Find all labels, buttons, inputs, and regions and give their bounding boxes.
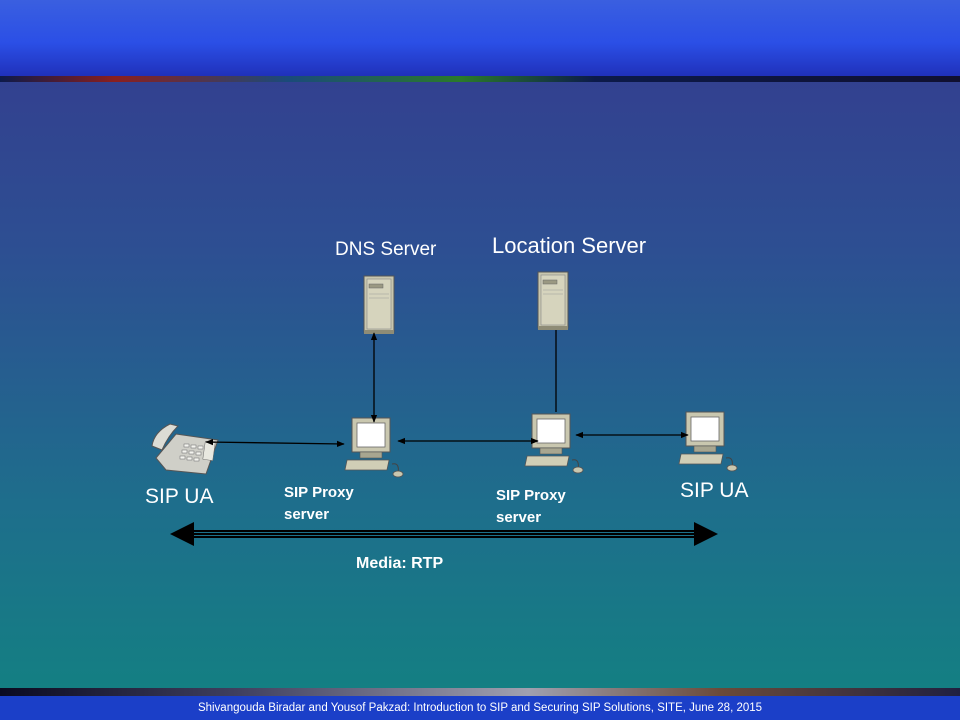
header-bar (0, 0, 960, 78)
proxy-right-label: SIP Proxy server (496, 487, 566, 526)
ua-to-proxy-link (205, 438, 345, 448)
proxy-left-workstation-icon (344, 417, 404, 478)
media-rtp-label: Media: RTP (356, 555, 444, 572)
location-server-label: Location Server (492, 233, 647, 258)
proxy-right-workstation-icon (524, 413, 584, 474)
sip-ua-left-label: SIP UA (145, 485, 214, 508)
sip-ua-telephone-icon (151, 423, 219, 475)
media-rtp-arrow (170, 522, 718, 546)
footer-citation: Shivangouda Biradar and Yousof Pakzad: I… (0, 696, 960, 720)
dns-server-label: DNS Server (335, 239, 437, 260)
dns-server-icon (363, 275, 395, 335)
footer-stripe (0, 688, 960, 696)
sip-ua-right-label: SIP UA (680, 479, 749, 502)
location-server-icon (537, 271, 569, 331)
sip-ua-workstation-icon (678, 411, 738, 472)
header-stripe (0, 76, 960, 82)
proxy-left-label: SIP Proxy server (284, 484, 354, 523)
